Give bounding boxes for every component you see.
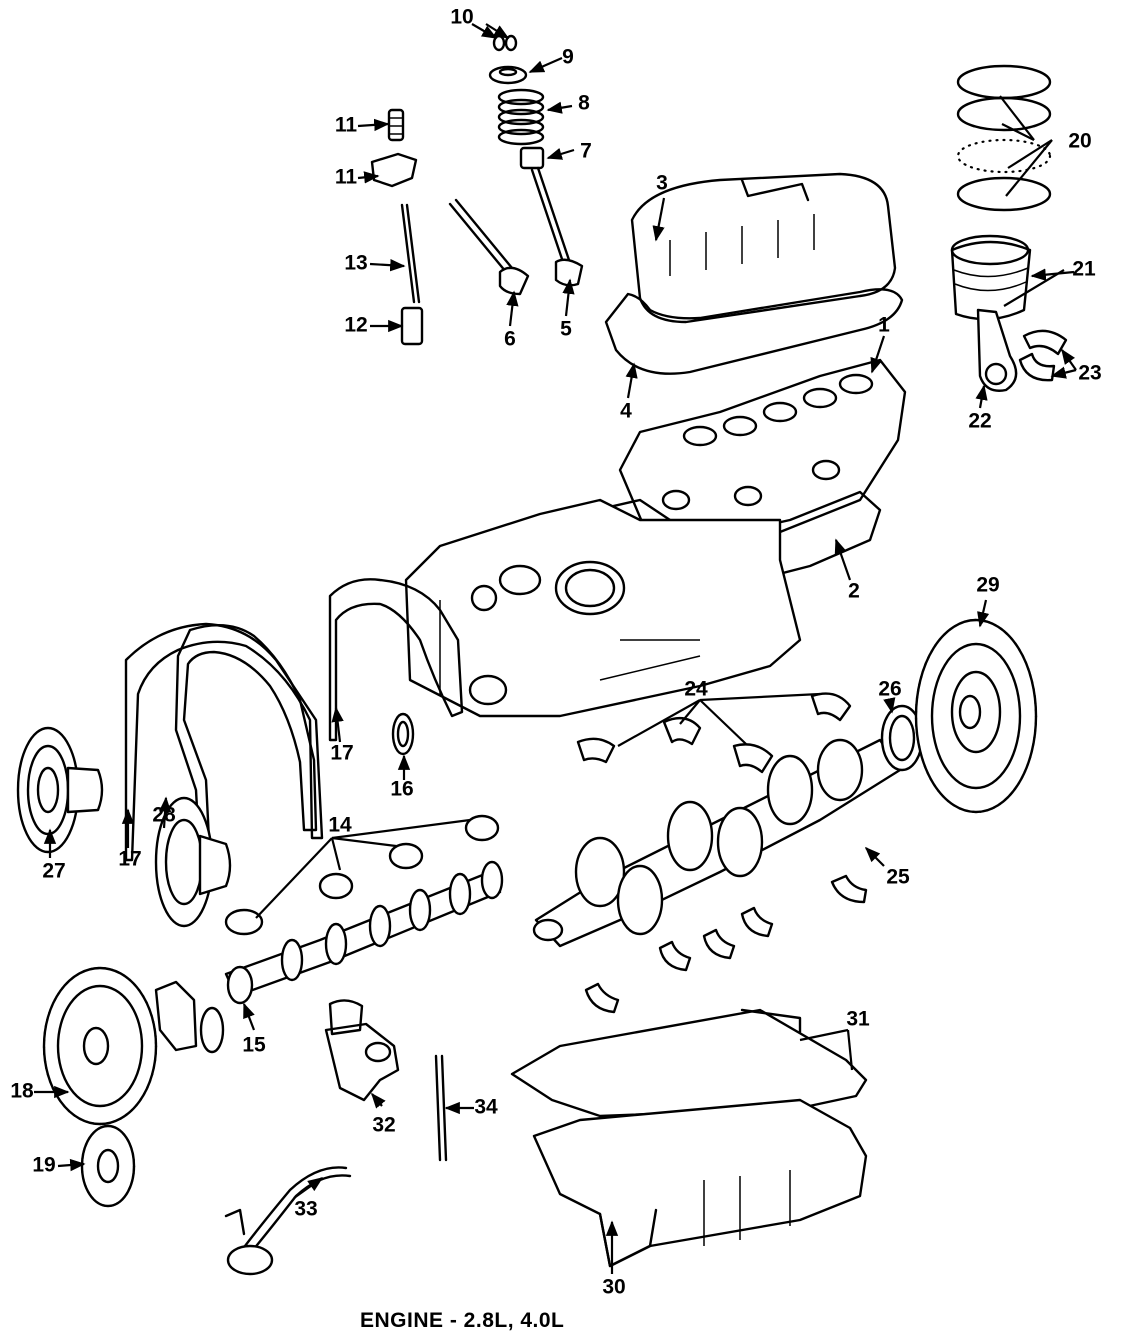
callout-labels: 1 2 3 4 5 6 7 8 9 10 11 11 12 13 14 15 1…	[10, 6, 1101, 1299]
callout-11-bolt: 11	[335, 114, 358, 137]
main-bearings-lower	[584, 874, 868, 1014]
oil-dipstick-tube	[434, 1054, 448, 1162]
valve-spring	[497, 88, 545, 146]
rocker-arm-bolt	[387, 108, 405, 142]
callout-10: 10	[450, 6, 473, 29]
callout-30: 30	[602, 1276, 625, 1299]
crankshaft-damper	[154, 796, 232, 928]
oil-pan-gasket	[510, 1008, 868, 1118]
callout-1: 1	[878, 314, 890, 337]
callout-7: 7	[580, 140, 592, 163]
callout-3: 3	[656, 172, 668, 195]
callout-20: 20	[1068, 130, 1091, 153]
rocker-arm	[370, 152, 418, 188]
crankshaft-gear	[80, 1124, 136, 1208]
flywheel	[914, 618, 1038, 814]
camshaft-bearings	[224, 814, 500, 936]
cylinder-head	[618, 358, 907, 548]
callout-29: 29	[976, 574, 999, 597]
intake-valve	[448, 198, 530, 296]
callout-8: 8	[578, 92, 590, 115]
callout-26: 26	[878, 678, 901, 701]
oil-pump	[324, 999, 400, 1102]
valve-spring-retainer	[488, 65, 528, 85]
rear-main-seal	[880, 704, 924, 772]
timing-cover-gasket	[124, 622, 324, 862]
front-cover-seal	[391, 712, 415, 756]
camshaft-thrust-plate	[154, 980, 225, 1054]
rod-bearings	[1018, 329, 1068, 382]
oil-pan	[532, 1098, 868, 1268]
callout-23: 23	[1078, 362, 1101, 385]
callout-16: 16	[390, 778, 413, 801]
front-cover-gasket	[328, 578, 464, 742]
callout-28: 28	[152, 804, 176, 827]
callout-4: 4	[620, 400, 632, 423]
camshaft-gear	[42, 966, 158, 1126]
callout-22: 22	[968, 410, 991, 433]
crankshaft-pulley	[16, 726, 104, 854]
callout-32: 32	[372, 1114, 395, 1137]
diagram-caption: ENGINE - 2.8L, 4.0L	[360, 1309, 565, 1332]
callout-14: 14	[328, 814, 352, 837]
callout-17-right: 17	[330, 742, 353, 765]
callout-12: 12	[344, 314, 367, 337]
connecting-rod	[976, 308, 1018, 392]
callout-18: 18	[10, 1080, 34, 1103]
callout-2: 2	[848, 580, 860, 603]
callout-19: 19	[32, 1154, 55, 1177]
valve-stem-seal	[519, 146, 545, 170]
timing-cover	[174, 624, 318, 866]
callout-25: 25	[886, 866, 910, 889]
camshaft	[224, 860, 504, 1005]
valve-keepers	[492, 34, 518, 52]
callout-5: 5	[560, 318, 572, 341]
leader-lines	[34, 23, 1077, 1274]
valve-lifter	[400, 306, 424, 346]
callout-11-rocker: 11	[335, 166, 358, 189]
push-rod	[400, 203, 421, 304]
callout-24: 24	[684, 678, 708, 701]
crankshaft	[532, 738, 902, 948]
valve-cover	[630, 172, 897, 324]
piston	[950, 234, 1032, 321]
callout-15: 15	[242, 1034, 266, 1057]
callout-13: 13	[344, 252, 367, 275]
exhaust-valve	[530, 166, 584, 287]
main-bearings-upper	[576, 692, 852, 774]
piston-rings	[956, 64, 1052, 212]
callout-27: 27	[42, 860, 65, 883]
callout-6: 6	[504, 328, 516, 351]
callout-17-left: 17	[118, 848, 141, 871]
callout-31: 31	[846, 1008, 870, 1031]
engine-block	[404, 498, 802, 718]
callout-33: 33	[294, 1198, 317, 1221]
callout-34: 34	[474, 1096, 498, 1119]
valve-cover-gasket	[604, 288, 904, 375]
oil-pump-pickup	[224, 1166, 352, 1276]
callout-9: 9	[562, 46, 574, 69]
callout-21: 21	[1072, 258, 1096, 281]
